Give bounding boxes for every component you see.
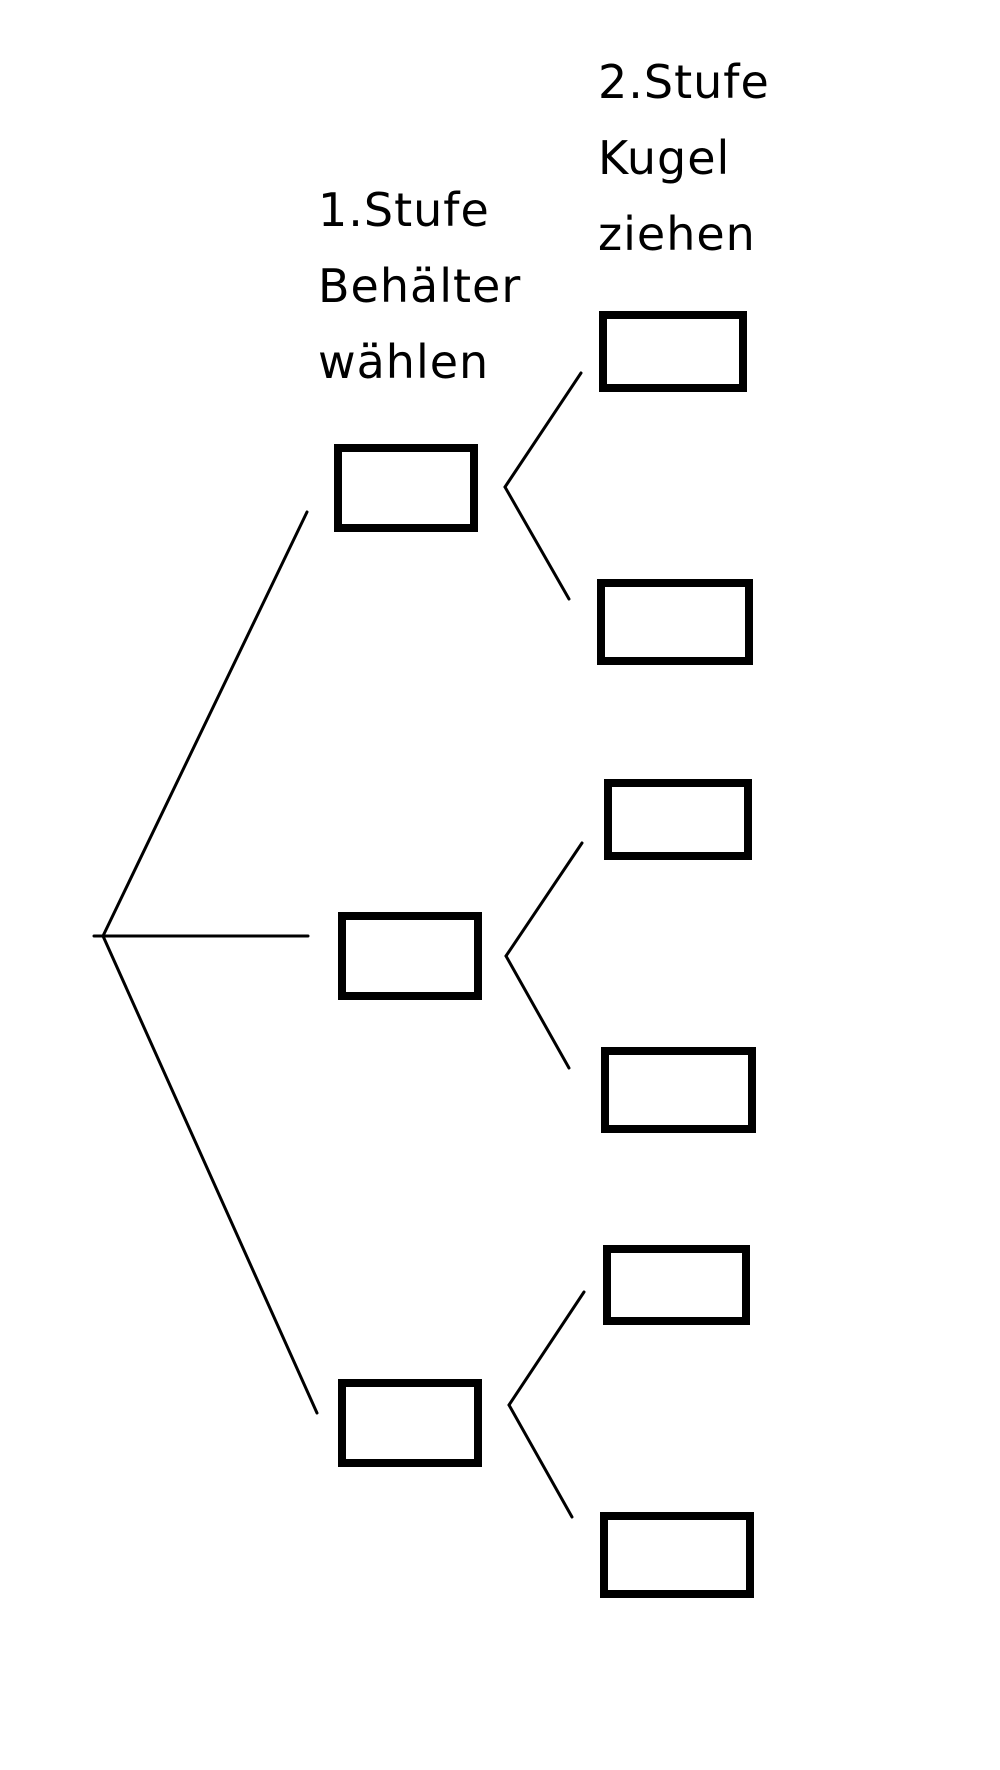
root-edge-3 [101, 934, 319, 1415]
stage1-label-line3: wählen [318, 335, 490, 389]
stage2-label-line2: Kugel [598, 131, 731, 185]
branch3-edge-up [507, 1290, 586, 1407]
branch2-edge-up [504, 841, 584, 958]
stage2-box-2 [597, 579, 753, 665]
stage1-label-line2: Behälter [318, 259, 522, 313]
branch1-edge-down [503, 485, 571, 601]
root-edge-1 [101, 510, 309, 938]
stage2-label-line1: 2.Stufe [598, 55, 770, 109]
stage2-box-4 [601, 1047, 756, 1133]
stage1-box-3 [338, 1379, 482, 1467]
stage1-label-line1: 1.Stufe [318, 183, 490, 237]
stage2-box-1 [599, 311, 747, 392]
stage1-box-2 [338, 912, 482, 1000]
stage2-box-5 [603, 1245, 750, 1325]
stage2-box-6 [600, 1512, 754, 1598]
stage2-label-line3: ziehen [598, 207, 756, 261]
stage2-label: 2.Stufe Kugel ziehen [598, 44, 770, 272]
branch3-edge-down [507, 1403, 574, 1519]
branch1-edge-up [503, 371, 583, 489]
stage2-box-3 [604, 779, 752, 860]
stage1-box-1 [334, 444, 478, 532]
stage1-label: 1.Stufe Behälter wählen [318, 172, 521, 400]
branch2-edge-down [504, 954, 571, 1070]
